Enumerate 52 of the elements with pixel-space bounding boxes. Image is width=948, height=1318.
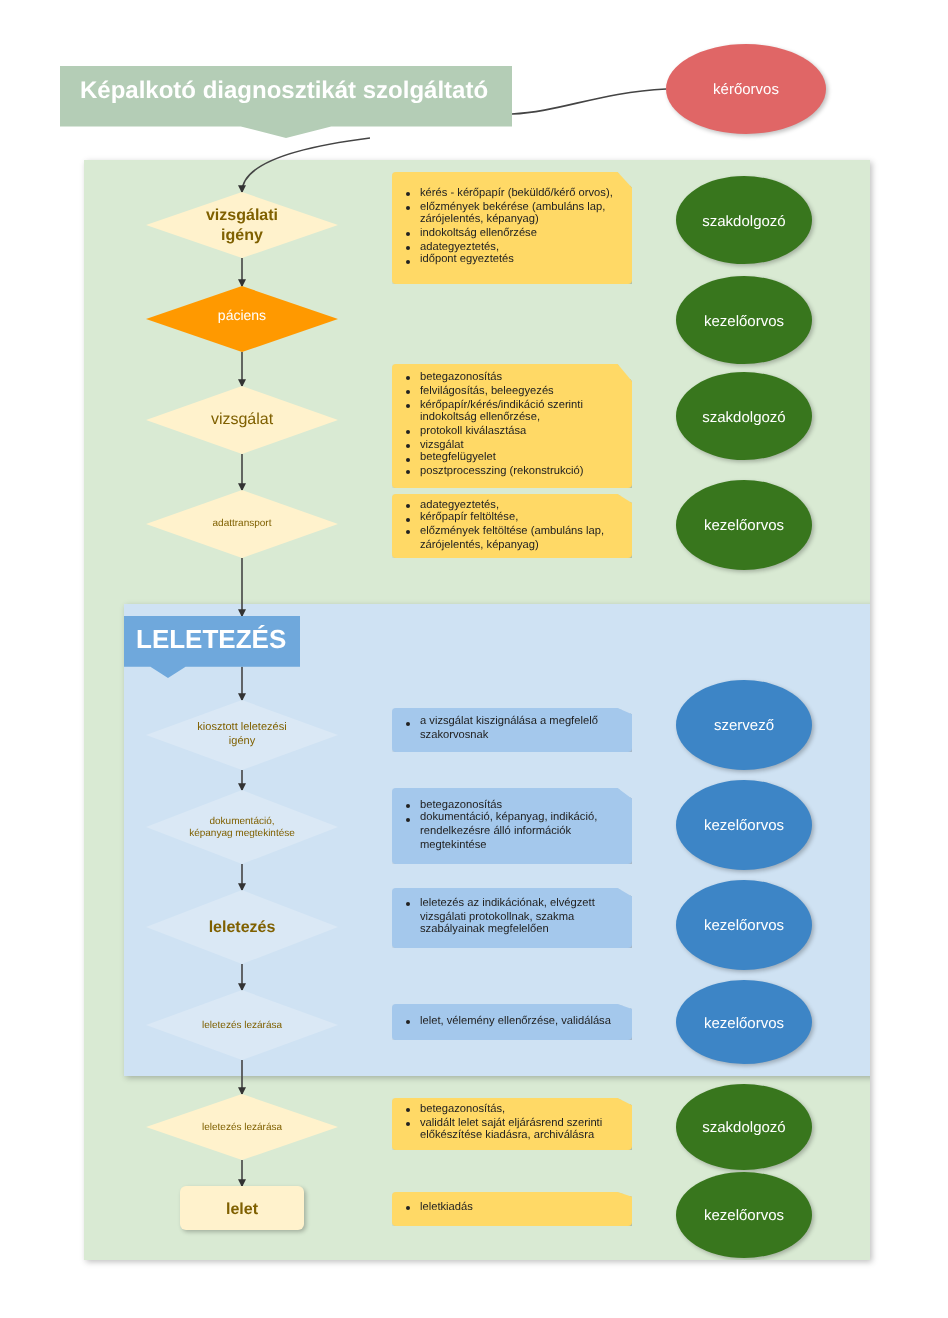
panel-background [124, 604, 870, 1076]
note-card [392, 1004, 632, 1040]
process-box [180, 1186, 304, 1230]
arrow [238, 1059, 246, 1096]
role-ellipse [676, 1172, 812, 1258]
decision-diamond [146, 990, 338, 1060]
role-ellipse [676, 1084, 812, 1170]
note-card [392, 172, 632, 284]
decision-diamond [146, 790, 338, 864]
decision-diamond [146, 286, 338, 352]
panel-background [84, 160, 870, 1260]
step-label: vizsgálat [210, 410, 274, 430]
role-ellipse [676, 372, 812, 460]
note-card [392, 1098, 632, 1150]
decision-diamond [146, 1094, 338, 1160]
arrow [238, 666, 246, 702]
decision-diamond [146, 700, 338, 770]
arrow [238, 453, 246, 492]
role-ellipse [676, 276, 812, 364]
arrow [239, 137, 371, 194]
note-card [392, 888, 632, 948]
arrow [238, 769, 246, 792]
arrow [238, 257, 246, 288]
decision-diamond [146, 386, 338, 454]
arrow [238, 557, 246, 618]
arrow [238, 1159, 246, 1188]
note-card [392, 494, 632, 558]
role-ellipse [676, 980, 812, 1064]
role-ellipse [676, 680, 812, 770]
step-label: vizsgálati igény [203, 205, 280, 245]
note-card [392, 788, 632, 864]
note-card [392, 708, 632, 752]
role-ellipse [676, 480, 812, 570]
decision-diamond [146, 192, 338, 258]
step-label: lelet [225, 1199, 258, 1217]
role-ellipse [676, 780, 812, 870]
section-tab [124, 616, 300, 678]
arrow [238, 351, 246, 388]
arrow [238, 963, 246, 992]
role-ellipse [676, 176, 812, 264]
title-text: Képalkotó diagnosztikát szolgáltató [80, 76, 489, 104]
note-card [392, 364, 632, 488]
note-card [392, 1192, 632, 1226]
title-banner [60, 66, 512, 138]
section-title: LELETEZÉS [136, 624, 287, 654]
arrow [238, 863, 246, 892]
decision-diamond [146, 490, 338, 558]
connector-line [511, 88, 667, 115]
decision-diamond [146, 890, 338, 964]
step-label: leletezés [208, 917, 276, 937]
role-ellipse [666, 44, 826, 134]
role-ellipse [676, 880, 812, 970]
